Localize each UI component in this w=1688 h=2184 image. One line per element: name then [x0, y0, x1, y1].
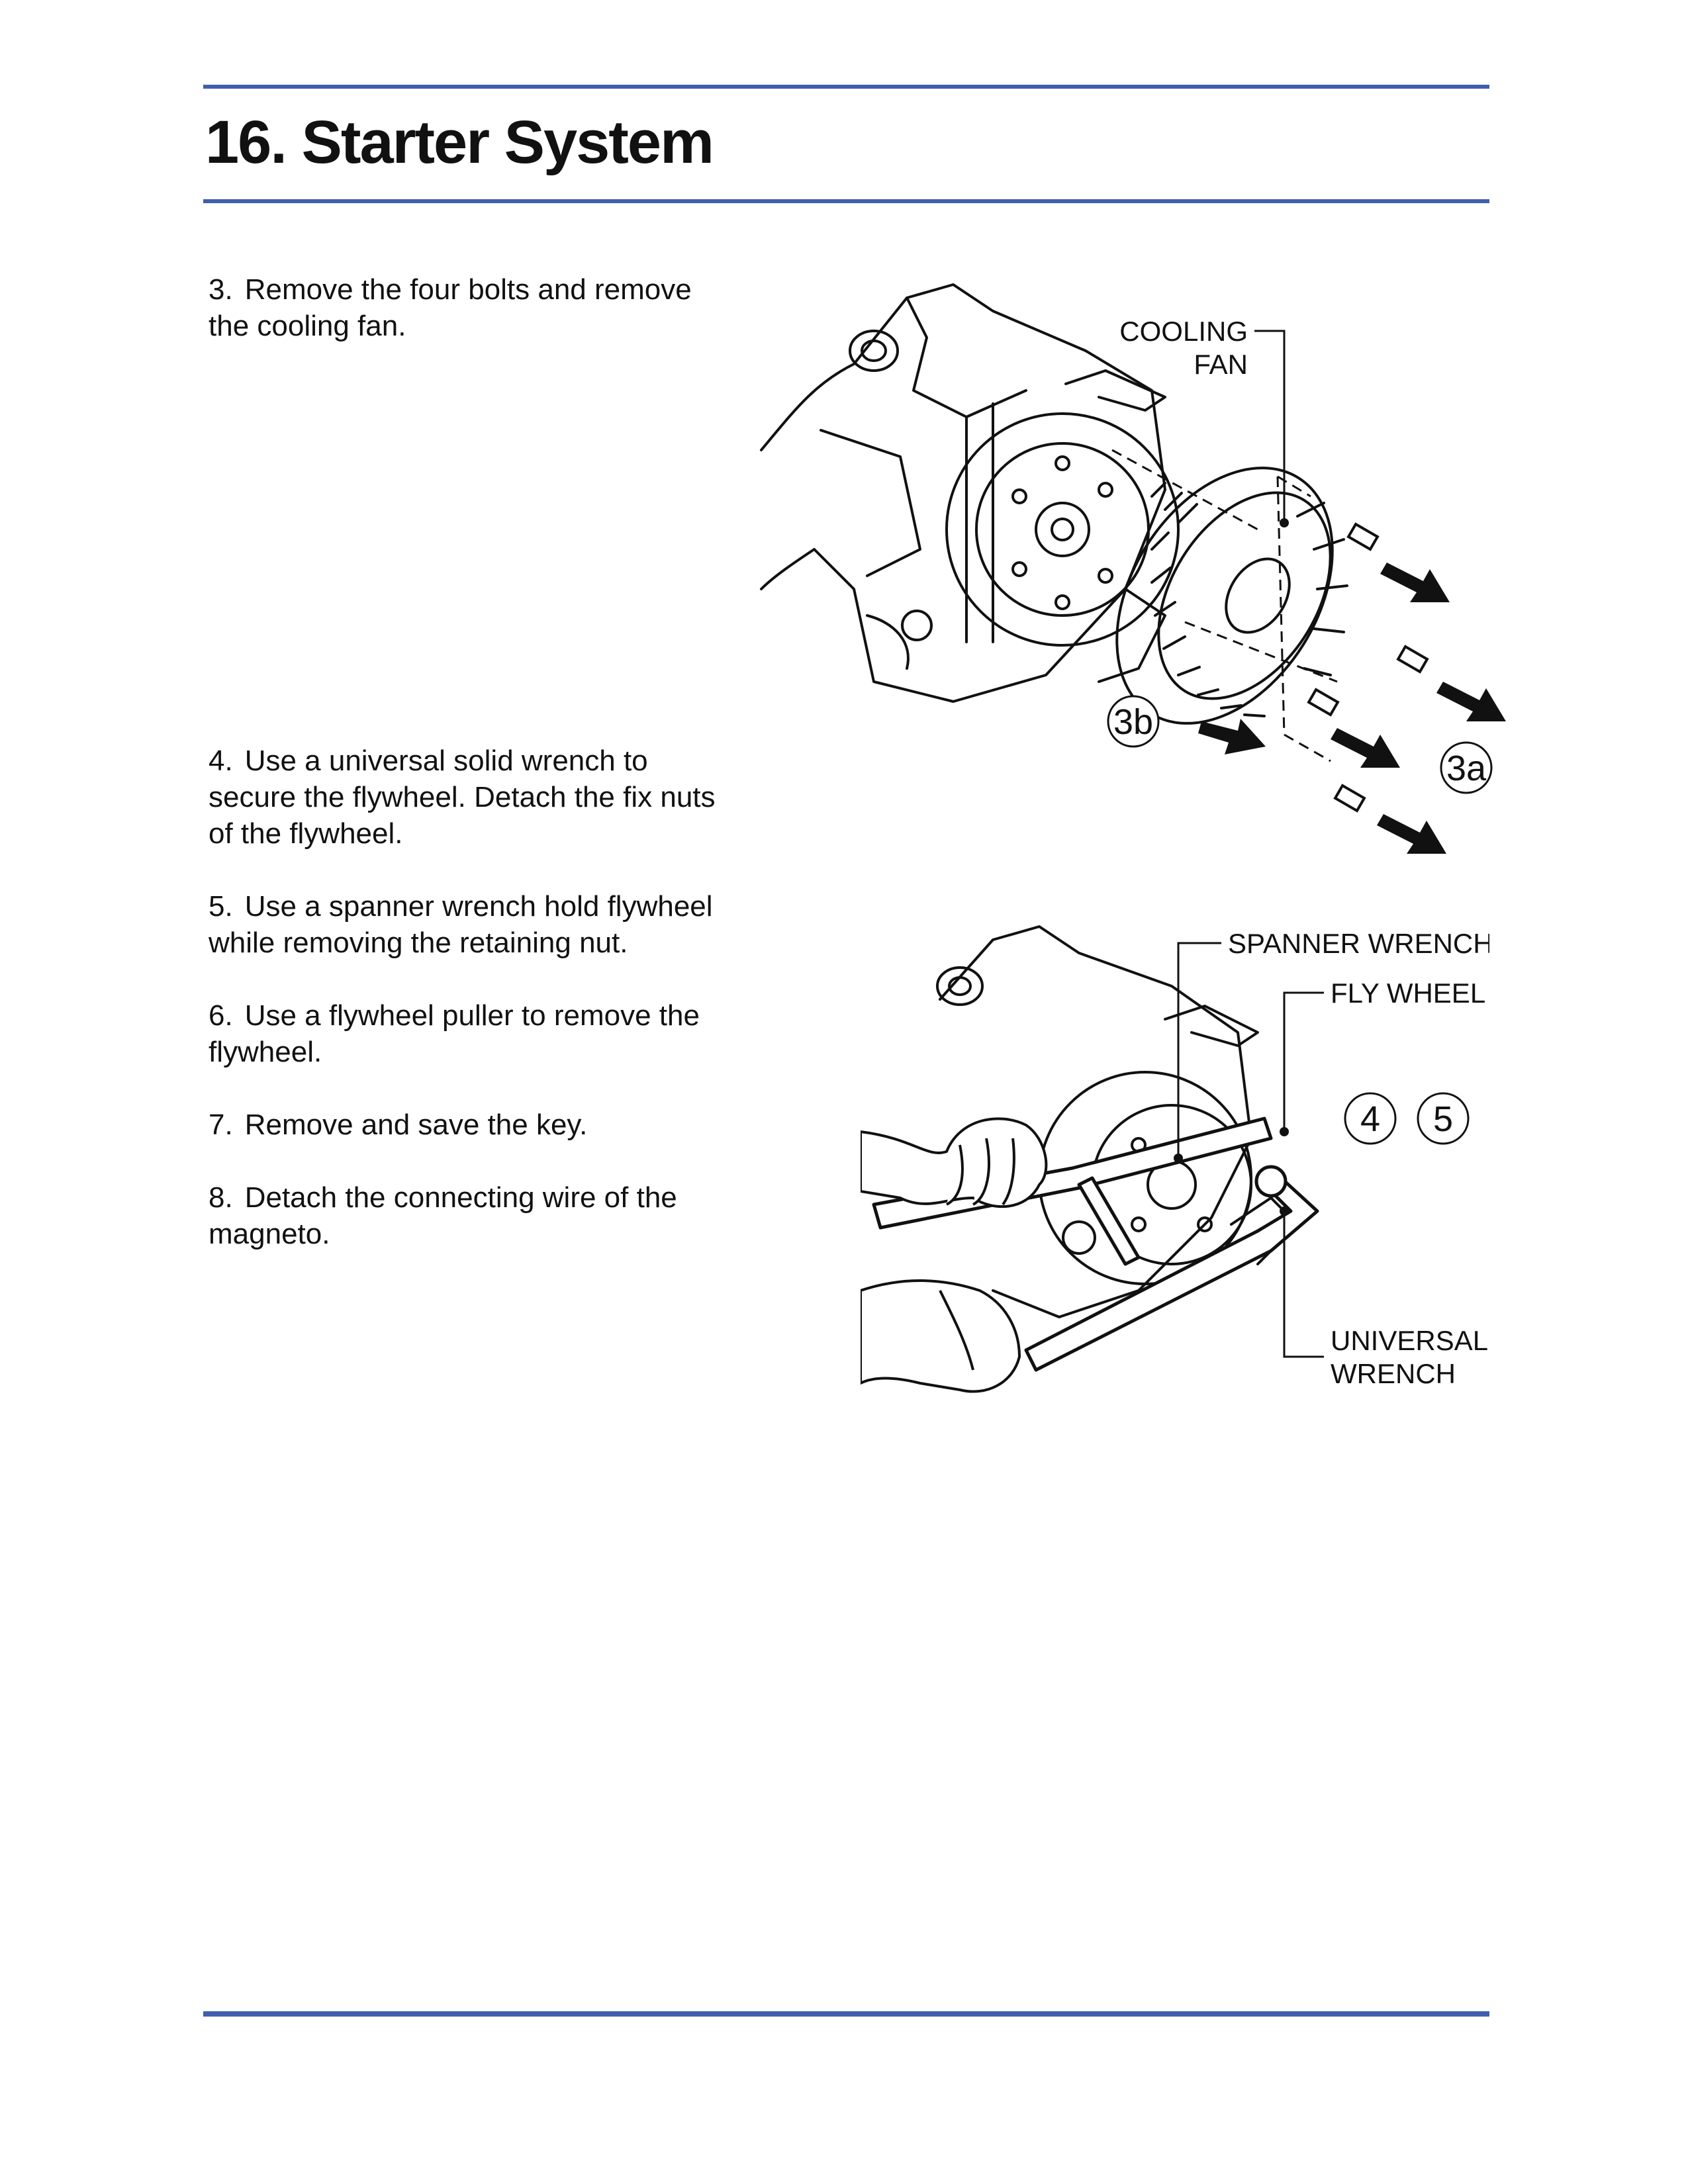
bolts-and-arrows: [1198, 522, 1506, 854]
universal-leader-dot: [1280, 1206, 1289, 1216]
step-7: 7. Remove and save the key.: [209, 1107, 731, 1143]
wrench-label: WRENCH: [1331, 1358, 1456, 1389]
step-number: 3.: [209, 273, 233, 306]
leader-dot: [1280, 518, 1289, 527]
badge-3a-ring: [1440, 741, 1493, 794]
step-number: 4.: [209, 745, 233, 777]
badge-5-ring: [1417, 1092, 1470, 1145]
step-8: 8.Detach the connecting wire of the magn…: [209, 1179, 731, 1252]
step-text: Detach the connecting wire of the magnet…: [209, 1181, 677, 1250]
spanner-wrench-tool: [872, 1116, 1273, 1266]
step-number: 5.: [209, 890, 233, 923]
spanner-leader-dot: [1174, 1154, 1183, 1163]
fly-wheel-label: FLY WHEEL: [1331, 978, 1485, 1009]
cooling-fan-leader: [1254, 330, 1286, 523]
step-text: Remove and save the key.: [244, 1109, 588, 1141]
title-rule: [203, 199, 1489, 203]
step-text: Remove the four bolts and remove the coo…: [209, 273, 692, 342]
bolt-guide-lines: [1111, 449, 1338, 762]
step-6: 6.Use a flywheel puller to remove the fl…: [209, 997, 731, 1070]
top-rule: [203, 85, 1489, 89]
step-number: 8.: [209, 1181, 233, 1214]
universal-label: UNIVERSAL: [1331, 1325, 1488, 1356]
cooling-fan-illustration: COOLING FAN 3b 3a: [760, 283, 1506, 854]
callout-leaders: [1177, 942, 1324, 1358]
page-title: 16. Starter System: [205, 109, 714, 176]
badge-5: 5: [1433, 1099, 1453, 1139]
step-3: 3.Remove the four bolts and remove the c…: [209, 271, 731, 344]
step-number: 7.: [209, 1109, 233, 1141]
badge-4: 4: [1360, 1099, 1380, 1139]
fan-label: FAN: [1194, 349, 1248, 380]
cooling-label: COOLING: [1119, 316, 1248, 347]
spanner-wrench-label: SPANNER WRENCH: [1228, 928, 1489, 959]
flywheel-wrench-illustration: SPANNER WRENCH FLY WHEEL UNIVERSAL WRENC…: [861, 925, 1489, 1393]
engine-drawing: [760, 283, 1348, 725]
badge-3b: 3b: [1113, 702, 1153, 742]
badge-3a: 3a: [1446, 749, 1487, 788]
badge-3b-ring: [1107, 695, 1160, 748]
bottom-rule: [203, 2011, 1489, 2017]
step-text: Use a spanner wrench hold flywheel while…: [209, 890, 713, 959]
universal-wrench-tool: [1024, 1165, 1319, 1372]
step-number: 6.: [209, 999, 233, 1032]
flywheel-leader-dot: [1280, 1127, 1289, 1136]
step-text: Use a universal solid wrench to secure t…: [209, 745, 716, 850]
step-text: Use a flywheel puller to remove the flyw…: [209, 999, 700, 1068]
badge-4-ring: [1344, 1092, 1397, 1145]
hands-drawing: [861, 1117, 1048, 1393]
step-5: 5.Use a spanner wrench hold flywheel whi…: [209, 888, 731, 961]
step-4: 4.Use a universal solid wrench to secure…: [209, 743, 731, 852]
